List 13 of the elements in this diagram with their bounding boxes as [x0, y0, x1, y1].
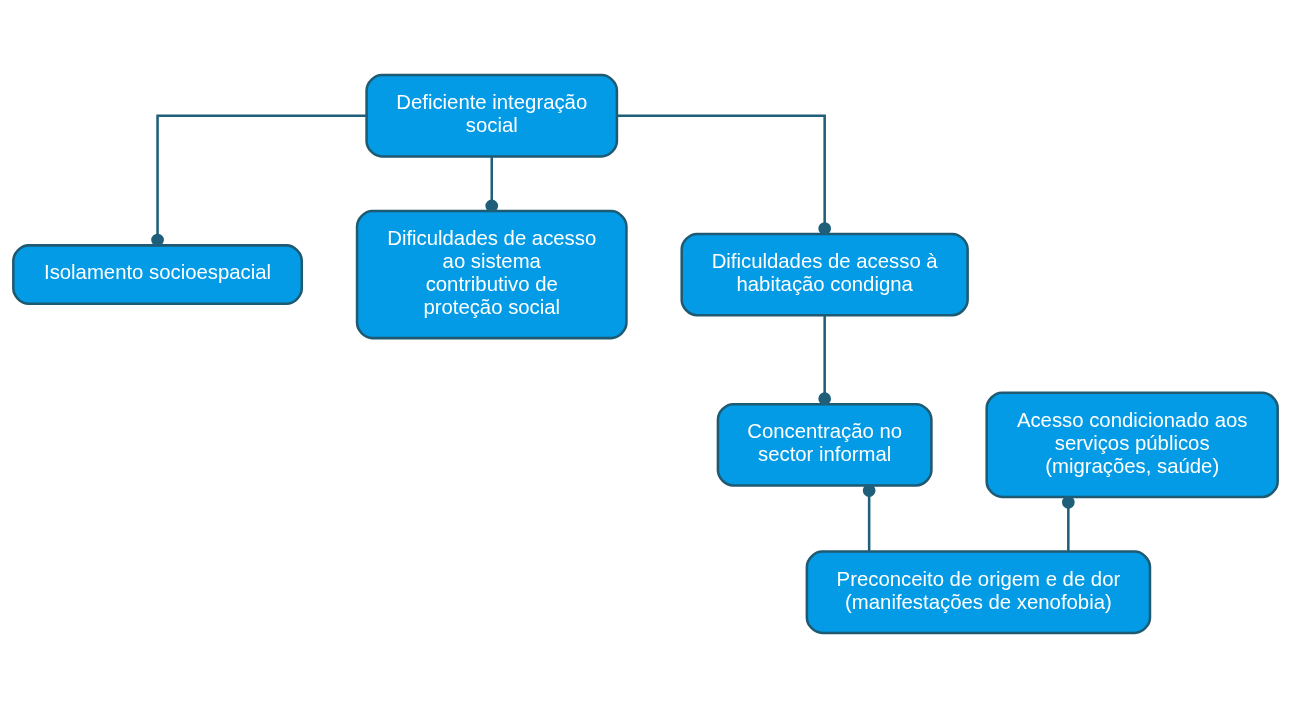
connector: [485, 156, 499, 213]
node-box: Dificuldades de acesso à habitação condigna: [680, 232, 969, 317]
node-box: Isolamento socioespacial: [12, 244, 304, 306]
node-box: Preconceito de origem e de dor (manifestações de xenofobia): [805, 550, 1152, 635]
node-box: Acesso condicionado aos serviços públicos (migrações, saúde): [985, 391, 1279, 499]
connector: [818, 315, 831, 406]
connector: [1061, 495, 1075, 552]
connector: [151, 114, 367, 247]
node-box: Concentração no sector informal: [716, 402, 933, 487]
connector: [862, 484, 876, 552]
node-box: Dificuldades de acesso ao sistema contributivo de proteção social: [355, 209, 628, 340]
connector: [617, 114, 831, 235]
node-box: Deficiente integração social: [365, 73, 619, 158]
